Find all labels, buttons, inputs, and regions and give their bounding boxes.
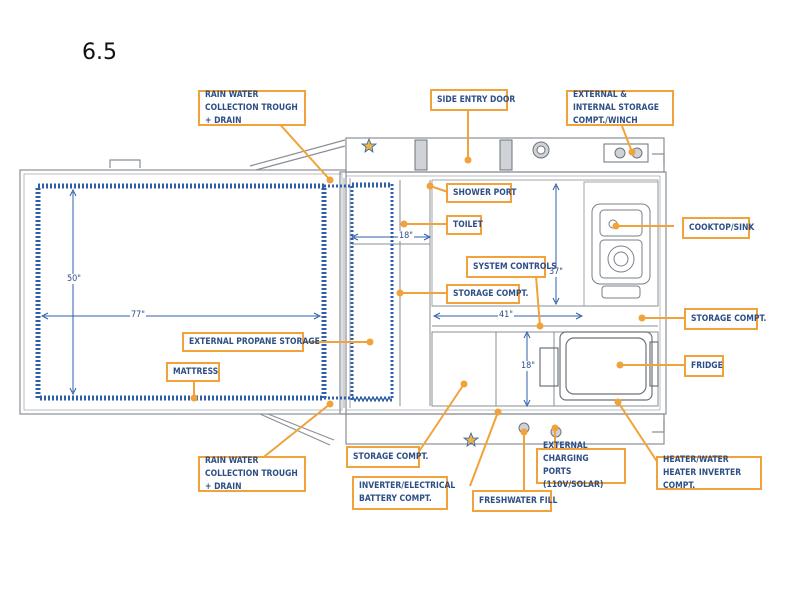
dimension-lines [40, 182, 584, 408]
callout-storage-compt-right: STORAGE COMPT. [684, 308, 766, 330]
model-title: 6.5 [82, 40, 117, 65]
callout-inverter: INVERTER/ELECTRICAL BATTERY COMPT. [352, 476, 455, 510]
callout-storage-compt-mid: STORAGE COMPT. [446, 284, 528, 304]
callout-freshwater-fill: FRESHWATER FILL [472, 490, 557, 512]
callout-rain-trough-top: RAIN WATER COLLECTION TROUGH + DRAIN [198, 90, 306, 126]
callout-external-charging: EXTERNAL CHARGING PORTS (110V/SOLAR) [536, 441, 626, 490]
dim-galley-depth: 37" [548, 267, 565, 277]
callout-heater: HEATER/WATER HEATER INVERTER COMPT. [656, 455, 762, 491]
tent-platform [19, 169, 347, 415]
leader-dots [190, 148, 646, 436]
callout-shower-port: SHOWER PORT [446, 183, 516, 203]
dim-galley-length: 41" [498, 310, 515, 320]
callout-side-entry-door: SIDE ENTRY DOOR [430, 89, 515, 111]
dim-mattress-length: 77" [130, 310, 147, 320]
callout-rain-trough-bottom: RAIN WATER COLLECTION TROUGH + DRAIN [198, 456, 306, 492]
callout-system-controls: SYSTEM CONTROLS [466, 256, 557, 278]
hinge-strip [343, 178, 351, 408]
dim-mattress-width: 50" [66, 274, 83, 284]
dim-toilet-width: 18" [398, 231, 415, 241]
star-icon [360, 137, 378, 153]
dim-fridge-depth: 18" [520, 361, 537, 371]
leader-lines [193, 110, 684, 494]
tent-outline [350, 182, 394, 402]
star-icon [462, 431, 480, 447]
mattress-outline [35, 183, 327, 401]
callout-mattress: MATTRESS [166, 362, 220, 382]
callout-storage-compt-bottom: STORAGE COMPT. [346, 446, 428, 468]
door-hardware [414, 139, 649, 171]
cooktop-sink-unit [591, 203, 651, 299]
highlight-stars [360, 137, 480, 447]
callout-fridge: FRIDGE [684, 355, 724, 377]
callout-cooktop-sink: COOKTOP/SINK [682, 217, 754, 239]
callout-toilet: TOILET [446, 215, 483, 235]
trailer-outline [19, 137, 667, 446]
callout-external-propane: EXTERNAL PROPANE STORAGE [182, 332, 320, 352]
callout-ext-int-storage: EXTERNAL & INTERNAL STORAGE COMPT./WINCH [566, 90, 674, 126]
